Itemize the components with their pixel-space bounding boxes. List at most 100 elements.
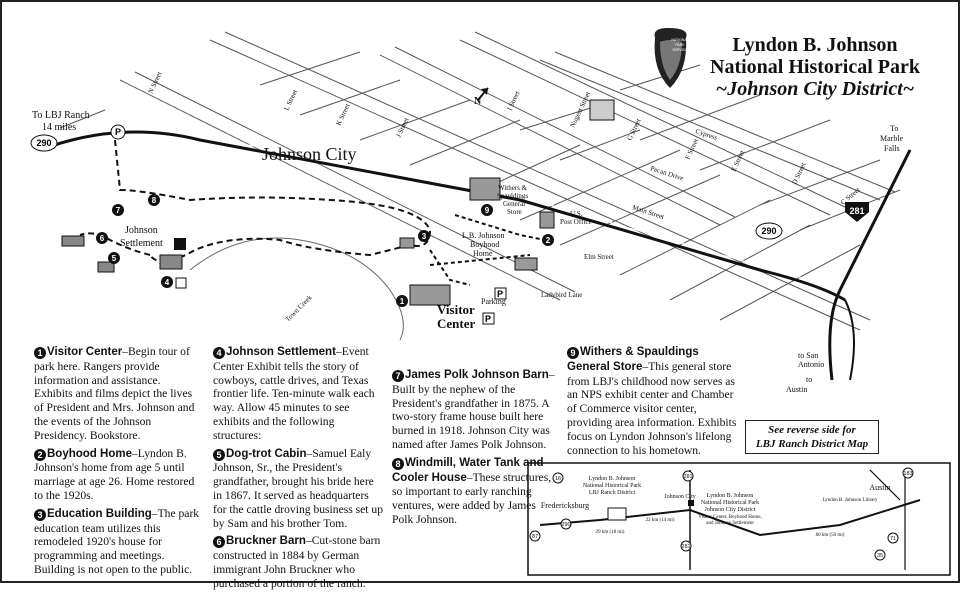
svg-text:Fredericksburg: Fredericksburg (541, 501, 589, 510)
park-map: 1 2 3 4 5 6 7 8 9 P P P 290 290 281 NATI… (30, 28, 951, 576)
svg-text:Home: Home (473, 249, 493, 258)
walking-trail (114, 139, 432, 263)
svg-text:Store: Store (507, 208, 522, 216)
marker-2-icon: 2 (34, 448, 46, 461)
svg-text:D Street: D Street (791, 161, 808, 185)
svg-text:National Historical Park: National Historical Park (583, 483, 641, 489)
marker-7: 7 (116, 206, 121, 215)
svg-text:N Street: N Street (147, 70, 164, 94)
parking-icons: P P P (110, 124, 507, 325)
svg-text:Lyndon B. Johnson: Lyndon B. Johnson (589, 476, 636, 482)
svg-text:and Johnson Settlement: and Johnson Settlement (706, 521, 754, 526)
svg-text:SERVICE: SERVICE (672, 48, 688, 52)
svg-text:Withers &: Withers & (498, 184, 528, 192)
marker-8-icon: 8 (392, 457, 404, 470)
nps-arrowhead-logo: NATIONAL PARK SERVICE (654, 28, 689, 88)
svg-text:281: 281 (849, 206, 864, 216)
highway-281 (828, 149, 912, 381)
svg-text:29 km (18 mi): 29 km (18 mi) (596, 530, 625, 535)
town-label: Johnson City (262, 144, 357, 164)
svg-text:Johnson City: Johnson City (664, 494, 696, 500)
to-ranch-label: To LBJ Ranch (32, 110, 90, 121)
town-creek (189, 237, 404, 341)
marker-4: 4 (165, 278, 170, 287)
highway-shields: 290 290 281 (30, 134, 869, 240)
svg-text:Johnson: Johnson (125, 225, 158, 236)
svg-text:Marble: Marble (880, 134, 904, 143)
svg-text:290: 290 (36, 138, 51, 148)
svg-text:290: 290 (761, 226, 776, 236)
settlement-building (159, 254, 183, 270)
svg-text:to San: to San (798, 351, 818, 360)
svg-text:281: 281 (681, 544, 690, 550)
park-title: Lyndon B. Johnson National Historical Pa… (690, 34, 940, 100)
to-ranch-miles: 14 miles (42, 122, 76, 133)
svg-text:to: to (806, 375, 812, 384)
svg-text:71: 71 (890, 536, 896, 542)
svg-text:Johnson City District: Johnson City District (704, 507, 755, 513)
svg-text:F Street: F Street (684, 138, 701, 161)
marker-9: 9 (485, 206, 490, 215)
svg-text:Lyndon B. Johnson Library: Lyndon B. Johnson Library (823, 498, 878, 503)
svg-text:LBJ Ranch District: LBJ Ranch District (589, 490, 636, 496)
visitor-center-building (409, 284, 451, 306)
svg-text:Visitor Center, Boyhood Home,: Visitor Center, Boyhood Home, (698, 515, 762, 520)
svg-text:Nugent Street: Nugent Street (569, 90, 593, 128)
marker-6: 6 (100, 234, 105, 243)
svg-text:Austin: Austin (786, 385, 807, 394)
svg-text:87: 87 (532, 534, 538, 540)
svg-text:Settlement: Settlement (120, 238, 163, 249)
svg-text:To: To (890, 124, 898, 133)
highway-290 (39, 130, 846, 302)
svg-text:281: 281 (683, 474, 692, 480)
svg-text:NATIONAL: NATIONAL (671, 38, 688, 42)
svg-text:35: 35 (877, 553, 883, 559)
marker-5-icon: 5 (213, 448, 225, 461)
svg-text:Ladybird Lane: Ladybird Lane (541, 291, 582, 299)
svg-text:L.B. Johnson: L.B. Johnson (462, 231, 504, 240)
marker-5: 5 (112, 254, 117, 263)
svg-text:Austin: Austin (869, 483, 890, 492)
svg-text:Antonio: Antonio (798, 360, 824, 369)
marker-6-icon: 6 (213, 536, 225, 549)
svg-text:P: P (115, 127, 121, 137)
title-line-3: ~Johnson City District~ (715, 78, 915, 100)
svg-text:N: N (474, 96, 482, 107)
svg-text:Elm Street: Elm Street (584, 253, 614, 261)
svg-text:P: P (497, 289, 503, 299)
svg-text:Boyhood: Boyhood (470, 240, 499, 249)
svg-text:16: 16 (555, 476, 561, 482)
marker-8: 8 (152, 196, 157, 205)
title-line-1: Lyndon B. Johnson (732, 34, 898, 56)
svg-text:G Street: G Street (626, 117, 643, 141)
marker-1: 1 (400, 297, 405, 306)
svg-text:Town Creek: Town Creek (284, 293, 314, 323)
street-grid (59, 31, 901, 331)
reverse-side-note: See reverse side for LBJ Ranch District … (745, 420, 879, 454)
marker-3-icon: 3 (34, 508, 46, 521)
inset-map: Lyndon B. Johnson National Historical Pa… (527, 462, 951, 576)
svg-text:P: P (485, 314, 491, 324)
svg-text:Center: Center (437, 316, 475, 331)
svg-text:Spauldings: Spauldings (497, 192, 528, 200)
svg-text:J Street: J Street (395, 117, 411, 139)
marker-1-icon: 1 (34, 347, 46, 359)
svg-text:Pecan Drive: Pecan Drive (649, 164, 684, 182)
title-line-2: National Historical Park (710, 56, 920, 78)
svg-text:Parking: Parking (481, 297, 506, 306)
svg-text:Falls: Falls (884, 144, 900, 153)
svg-text:L Street: L Street (283, 88, 300, 111)
marker-4-icon: 4 (213, 347, 225, 359)
